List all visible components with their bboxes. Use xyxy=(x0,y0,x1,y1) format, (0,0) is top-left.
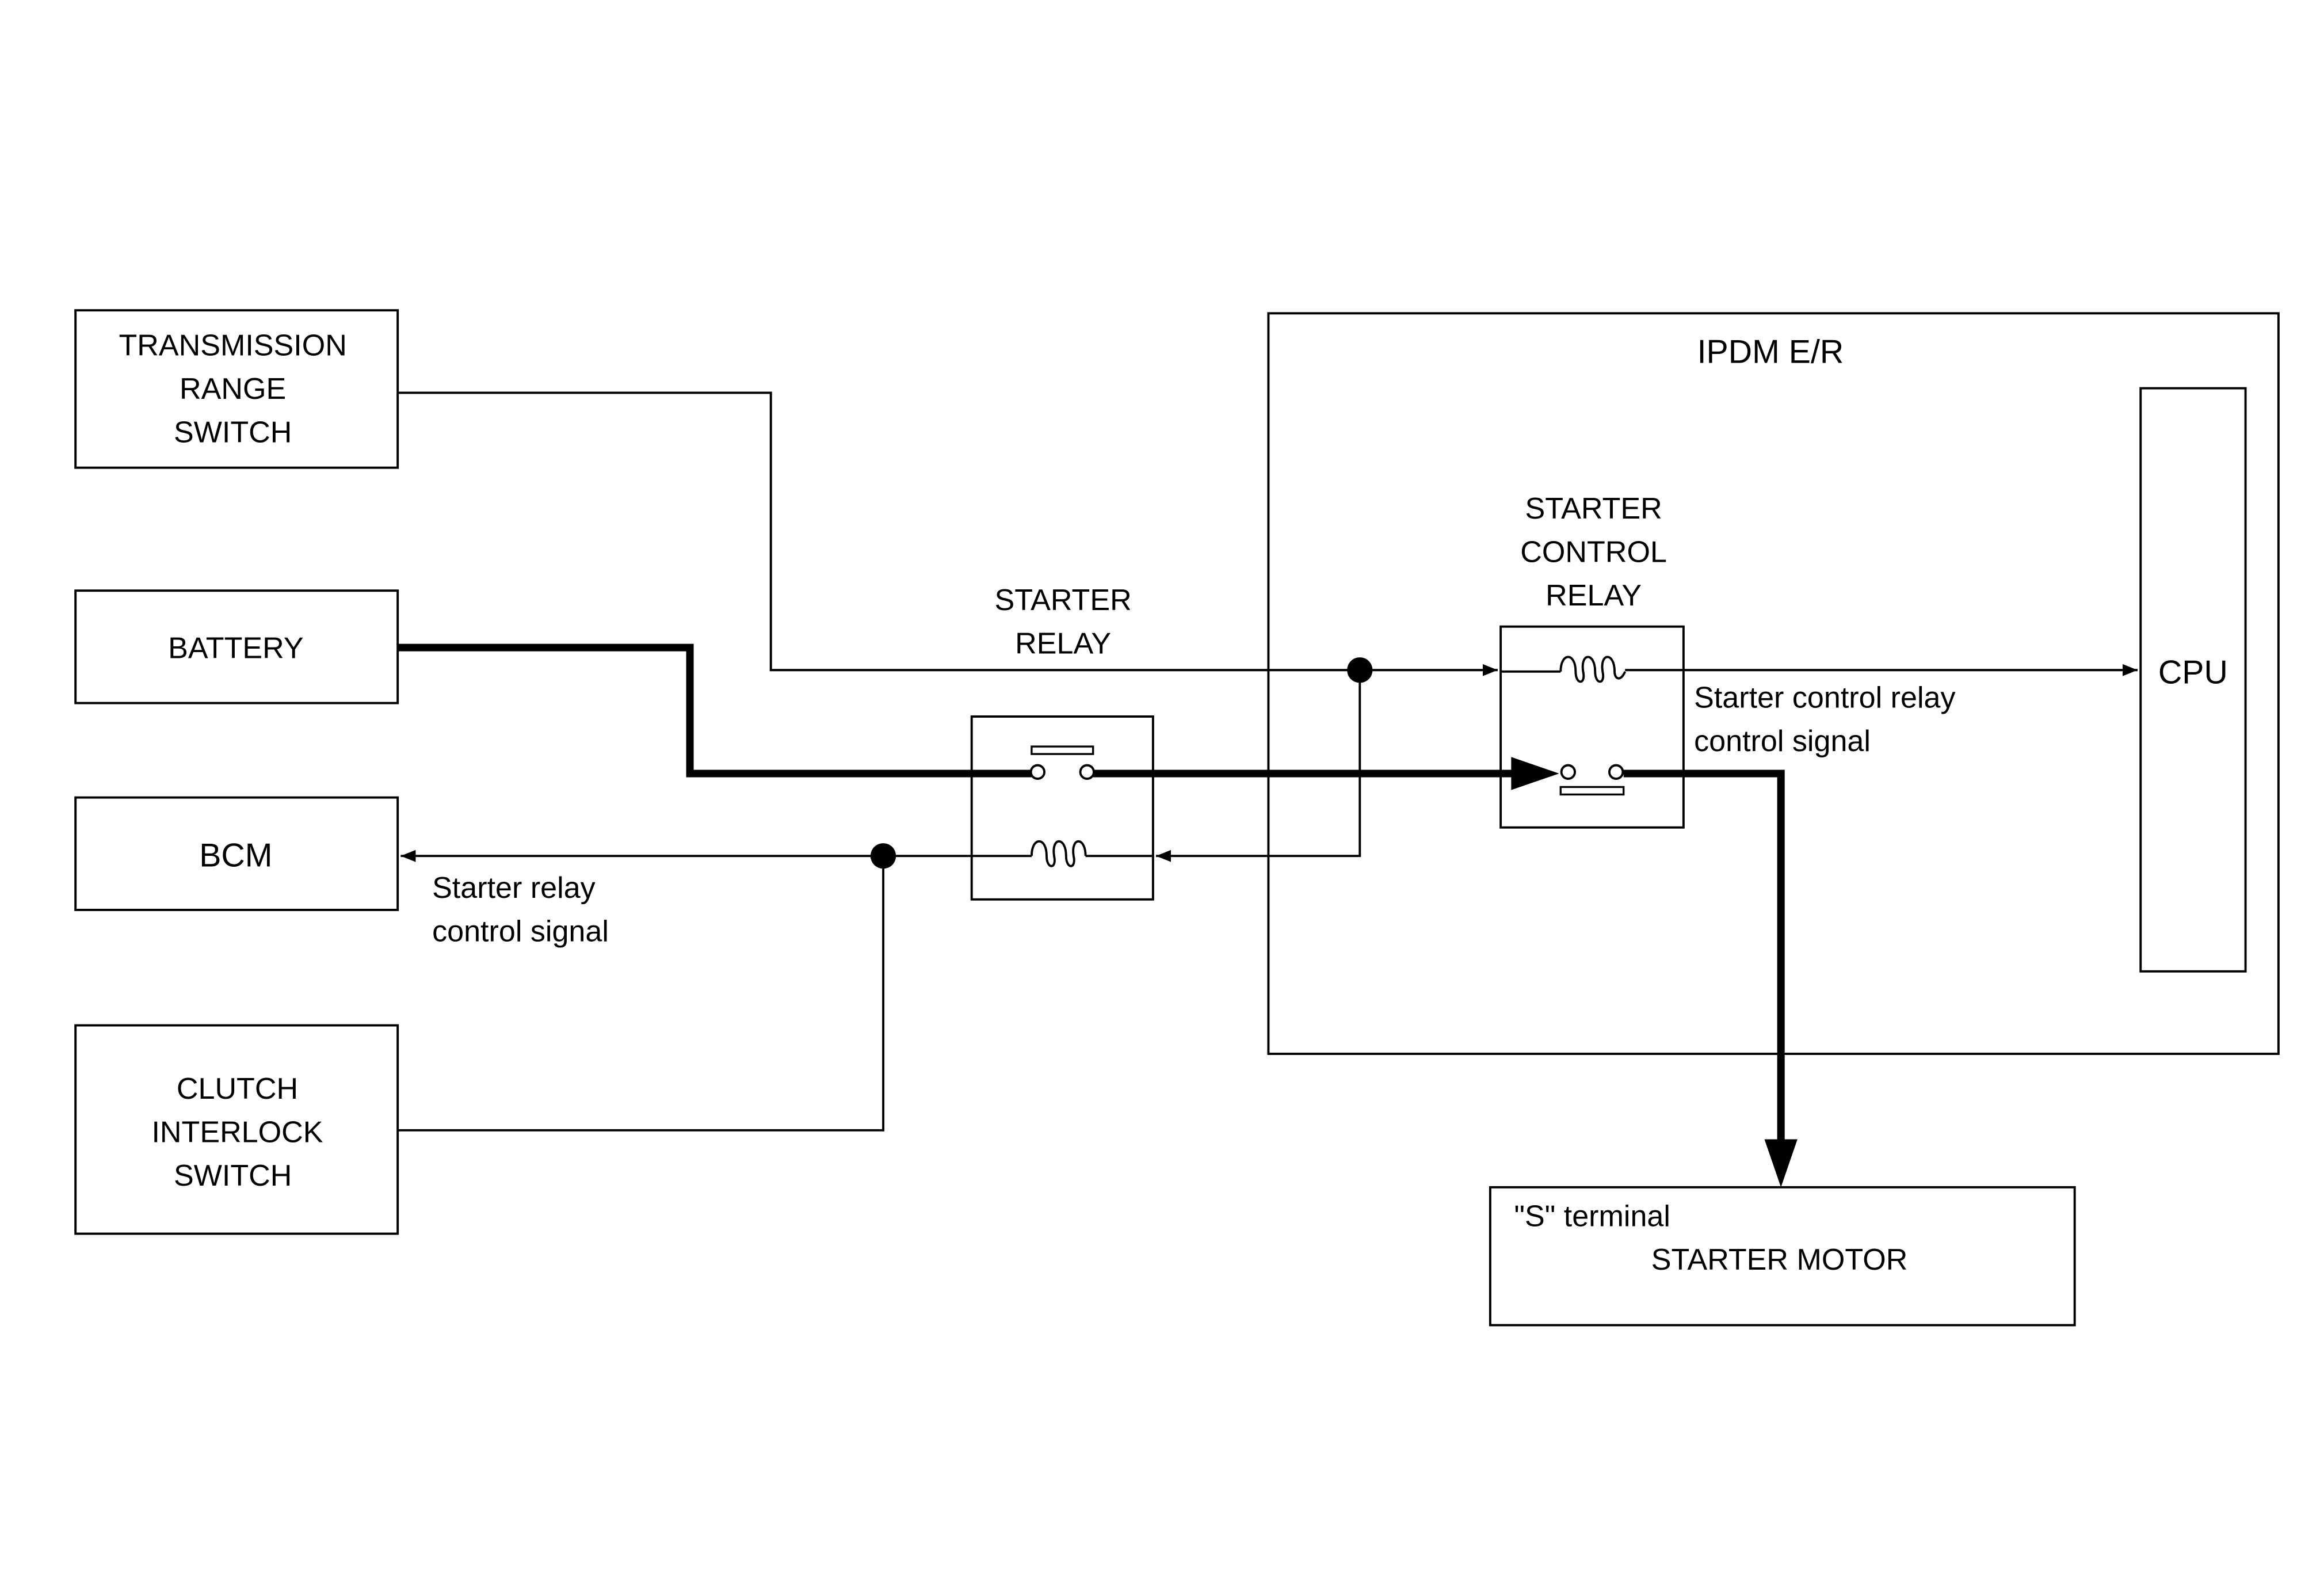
ipdm-er-block: IPDM E/R xyxy=(1267,312,2280,1055)
starter-control-relay-label-2: CONTROL xyxy=(1520,536,1667,569)
starter-relay-control-signal-label-1: Starter relay xyxy=(432,871,596,905)
starter-control-relay: STARTER CONTROL RELAY xyxy=(1499,492,1685,829)
transmission-range-switch-block: TRANSMISSION RANGE SWITCH xyxy=(74,309,399,469)
transmission-range-switch-label-2: RANGE xyxy=(180,372,286,406)
battery-to-starter-relay-wire xyxy=(398,643,1032,778)
ipdm-er-label: IPDM E/R xyxy=(1697,333,1844,370)
control-relay-to-starter-motor-wire xyxy=(1623,770,1785,1142)
clutch-interlock-switch-label-3: SWITCH xyxy=(174,1159,292,1193)
battery-block: BATTERY xyxy=(74,589,399,704)
starter-motor-terminal-label: "S" terminal xyxy=(1514,1200,1670,1233)
bcm-block: BCM xyxy=(74,796,399,911)
starter-control-relay-control-signal-label-2: control signal xyxy=(1694,725,1871,758)
switch-contact-icon xyxy=(1029,745,1095,780)
transmission-range-switch-label-3: SWITCH xyxy=(174,416,292,449)
clutch-interlock-wire xyxy=(398,856,885,1132)
starter-relay-box xyxy=(970,715,1154,901)
trs-wire xyxy=(398,391,1360,672)
starter-relay-control-signal-label-2: control signal xyxy=(432,915,609,949)
switch-contact-icon xyxy=(1559,764,1625,796)
coil-icon xyxy=(1559,656,1627,683)
bcm-label: BCM xyxy=(199,837,272,874)
starter-motor-block: "S" terminal STARTER MOTOR xyxy=(1489,1186,2076,1327)
starter-relay-label-1: STARTER xyxy=(994,584,1131,617)
starter-motor-label: STARTER MOTOR xyxy=(1651,1243,1908,1277)
starter-relay-label-2: RELAY xyxy=(1015,627,1111,661)
power-wires xyxy=(398,643,1785,1142)
arrow-icon xyxy=(1764,1139,1798,1187)
cpu-label: CPU xyxy=(2158,654,2228,691)
transmission-range-switch-label-1: TRANSMISSION xyxy=(119,329,346,362)
clutch-interlock-switch-block: CLUTCH INTERLOCK SWITCH xyxy=(74,1024,399,1235)
junction-dot-icon xyxy=(870,843,896,869)
clutch-interlock-switch-label-2: INTERLOCK xyxy=(151,1116,323,1149)
coil-icon xyxy=(1030,840,1087,867)
starter-relay: STARTER RELAY xyxy=(970,584,1154,901)
cpu-block: CPU xyxy=(2139,387,2247,973)
starter-control-relay-label-1: STARTER xyxy=(1525,492,1662,525)
starter-control-relay-label-3: RELAY xyxy=(1545,579,1642,612)
clutch-interlock-switch-label-1: CLUTCH xyxy=(177,1072,298,1106)
starter-control-relay-box xyxy=(1499,625,1685,829)
junction-dot-icon xyxy=(1347,657,1373,683)
battery-label: BATTERY xyxy=(168,631,303,665)
arrow-icon xyxy=(1511,757,1559,790)
signal-wires xyxy=(398,391,2138,1132)
starter-control-relay-control-signal-label-1: Starter control relay xyxy=(1694,681,1955,714)
node-to-starter-relay-wire xyxy=(1156,670,1361,862)
